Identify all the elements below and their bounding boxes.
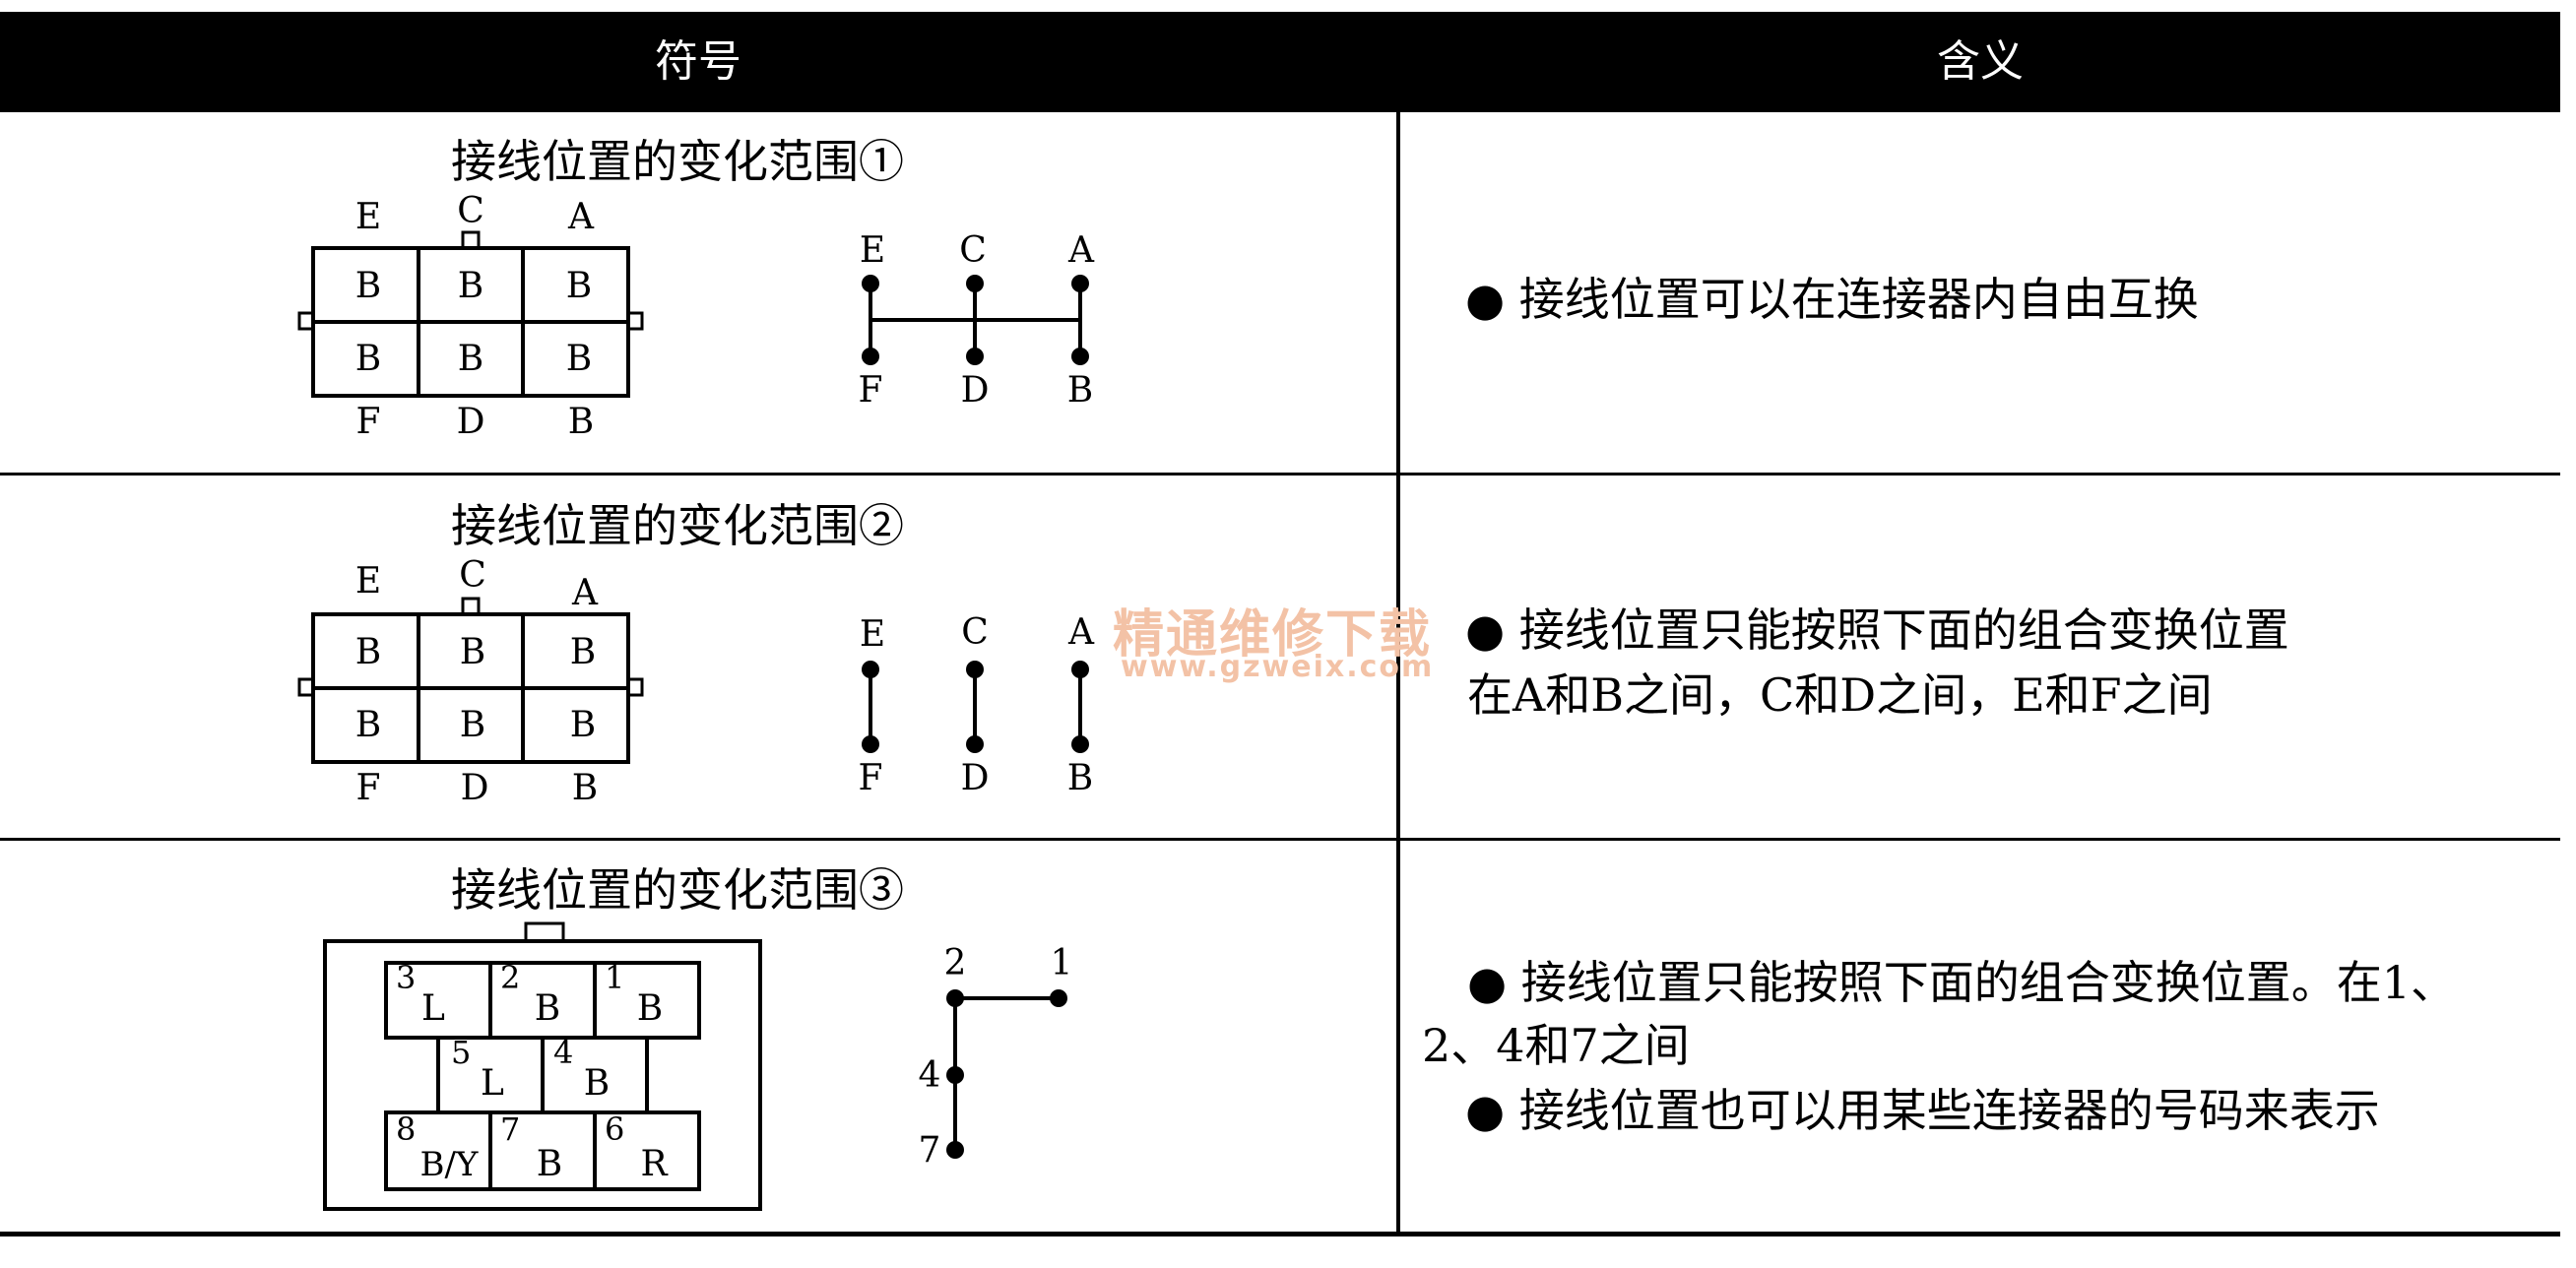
column-divider [1396, 112, 1400, 1235]
pin-label: D [961, 758, 990, 798]
connector-top-label: E [355, 197, 381, 237]
row1-meaning-line: ● 接线位置可以在连接器内自由互换 [1465, 273, 2199, 326]
header-symbol: 符号 [655, 36, 741, 87]
watermark-url: www.gzweix.com [1121, 650, 1435, 684]
cell-label: R [640, 1144, 668, 1184]
row-divider [0, 473, 2560, 476]
pin-label: 1 [1051, 943, 1073, 983]
connector-top-label: A [567, 197, 595, 237]
connector-top-label: A [571, 573, 599, 613]
connector-bottom-label: F [356, 768, 381, 808]
connector-top-label: C [457, 191, 484, 231]
row1-title: 接线位置的变化范围① [451, 135, 904, 188]
cell-number: 3 [396, 959, 416, 996]
cell-number: 6 [605, 1110, 624, 1148]
row3-meaning-line: 2、4和7之间 [1422, 1019, 1690, 1072]
connector-bottom-label: D [461, 768, 489, 808]
connector-cell: B [570, 705, 596, 745]
pin-label: C [959, 230, 987, 271]
row3-connector [323, 921, 762, 1211]
connector-bottom-label: B [568, 402, 594, 442]
row2-connector [297, 597, 644, 764]
row3-meaning-line: ● 接线位置也可以用某些连接器的号码来表示 [1465, 1084, 2380, 1137]
pin-label: 4 [919, 1055, 941, 1096]
cell-label: B [535, 988, 560, 1029]
cell-label: B [584, 1063, 610, 1104]
pin-label: E [860, 614, 885, 655]
connector-cell: B [460, 705, 485, 745]
pin-label: E [860, 230, 885, 271]
row3-title: 接线位置的变化范围③ [451, 863, 904, 917]
row3-pin-nodes [946, 989, 1067, 1159]
pin-label: F [859, 370, 883, 411]
connector-cell: B [570, 632, 596, 672]
connector-cell: B [566, 266, 592, 306]
cell-label: L [481, 1063, 504, 1104]
table-header [0, 12, 2560, 112]
row-divider [0, 838, 2560, 841]
row1-pin-nodes [862, 275, 1089, 365]
watermark-text: 精通维修下载 [1113, 604, 1433, 665]
pin-label: 2 [944, 943, 967, 983]
row2-pin-nodes [862, 661, 1089, 753]
pin-label: B [1067, 370, 1093, 411]
row2-meaning-line: 在A和B之间，C和D之间，E和F之间 [1467, 668, 2213, 722]
connector-cell: B [355, 632, 381, 672]
connector-top-label: E [355, 561, 381, 602]
header-meaning: 含义 [1937, 36, 2024, 87]
row2-meaning-line: ● 接线位置只能按照下面的组合变换位置 [1465, 603, 2289, 657]
row2-pin-diagram [869, 669, 1082, 744]
connector-top-label: C [459, 555, 486, 596]
row1-pin-diagram [869, 284, 1082, 356]
row3-pin-diagram [953, 996, 1059, 1150]
cell-number: 2 [500, 959, 520, 996]
connector-cell: B [458, 266, 483, 306]
connector-cell: B [458, 339, 483, 379]
cell-number: 8 [396, 1110, 416, 1148]
cell-label: L [421, 988, 445, 1029]
connector-cell: B [355, 266, 381, 306]
table-bottom-border [0, 1232, 2560, 1236]
pin-label: A [1067, 230, 1095, 271]
cell-label: B/Y [420, 1145, 479, 1184]
cell-number: 4 [553, 1034, 573, 1071]
row3-meaning-line: ● 接线位置只能按照下面的组合变换位置。在1、 [1467, 956, 2457, 1009]
cell-number: 5 [451, 1034, 471, 1071]
connector-cell: B [460, 632, 485, 672]
cell-number: 1 [605, 959, 624, 996]
pin-label: D [961, 370, 990, 411]
cell-label: B [537, 1144, 562, 1184]
pin-label: C [961, 612, 989, 653]
connector-cell: B [355, 705, 381, 745]
cell-number: 7 [500, 1110, 520, 1148]
cell-label: B [637, 988, 663, 1029]
row2-title: 接线位置的变化范围② [451, 499, 904, 552]
connector-bottom-label: D [457, 402, 485, 442]
pin-label: B [1067, 758, 1093, 798]
connector-cell: B [566, 339, 592, 379]
pin-label: 7 [919, 1130, 941, 1171]
connector-cell: B [355, 339, 381, 379]
connector-bottom-label: B [572, 768, 598, 808]
pin-label: F [859, 758, 883, 798]
pin-label: A [1067, 612, 1095, 653]
row1-connector [297, 230, 644, 398]
connector-bottom-label: F [356, 402, 381, 442]
